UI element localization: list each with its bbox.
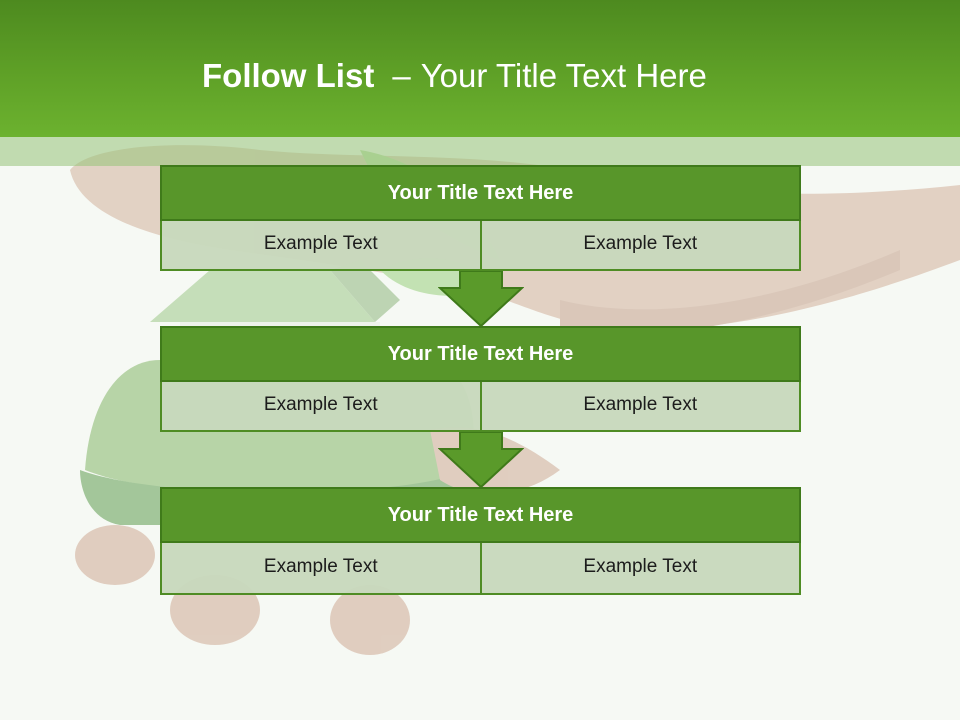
- block-cell-left: Example Text: [160, 221, 480, 271]
- block-title: Your Title Text Here: [160, 326, 801, 382]
- header-band: [0, 0, 960, 137]
- block-cell-left: Example Text: [160, 543, 480, 595]
- slide-title-rest: Your Title Text Here: [420, 57, 707, 94]
- block-title: Your Title Text Here: [160, 487, 801, 543]
- down-arrow-icon: [438, 271, 524, 327]
- block-row: Example Text Example Text: [160, 221, 801, 271]
- block-cell-left: Example Text: [160, 382, 480, 432]
- list-block: Your Title Text Here Example Text Exampl…: [160, 165, 801, 271]
- slide-title-separator: –: [392, 57, 411, 94]
- slide-title-bold: Follow List: [202, 57, 375, 94]
- header-strip: [0, 137, 960, 166]
- block-cell-right: Example Text: [479, 382, 801, 432]
- list-block: Your Title Text Here Example Text Exampl…: [160, 326, 801, 432]
- block-row: Example Text Example Text: [160, 543, 801, 595]
- down-arrow-icon: [438, 432, 524, 488]
- block-cell-right: Example Text: [479, 543, 801, 595]
- list-block: Your Title Text Here Example Text Exampl…: [160, 487, 801, 595]
- block-cell-right: Example Text: [479, 221, 801, 271]
- slide-title: Follow List–Your Title Text Here: [202, 54, 707, 98]
- block-title: Your Title Text Here: [160, 165, 801, 221]
- block-row: Example Text Example Text: [160, 382, 801, 432]
